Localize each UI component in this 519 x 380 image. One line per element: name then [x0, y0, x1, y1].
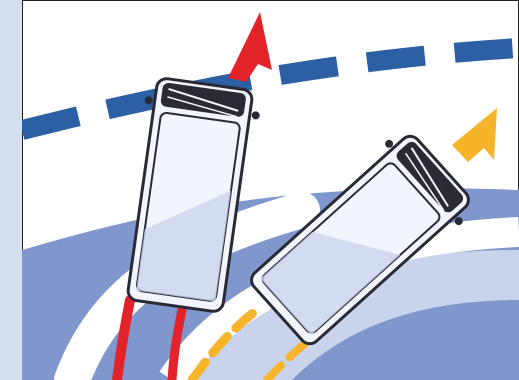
side-color-band [0, 0, 22, 380]
vans-turning-illustration [22, 0, 519, 380]
